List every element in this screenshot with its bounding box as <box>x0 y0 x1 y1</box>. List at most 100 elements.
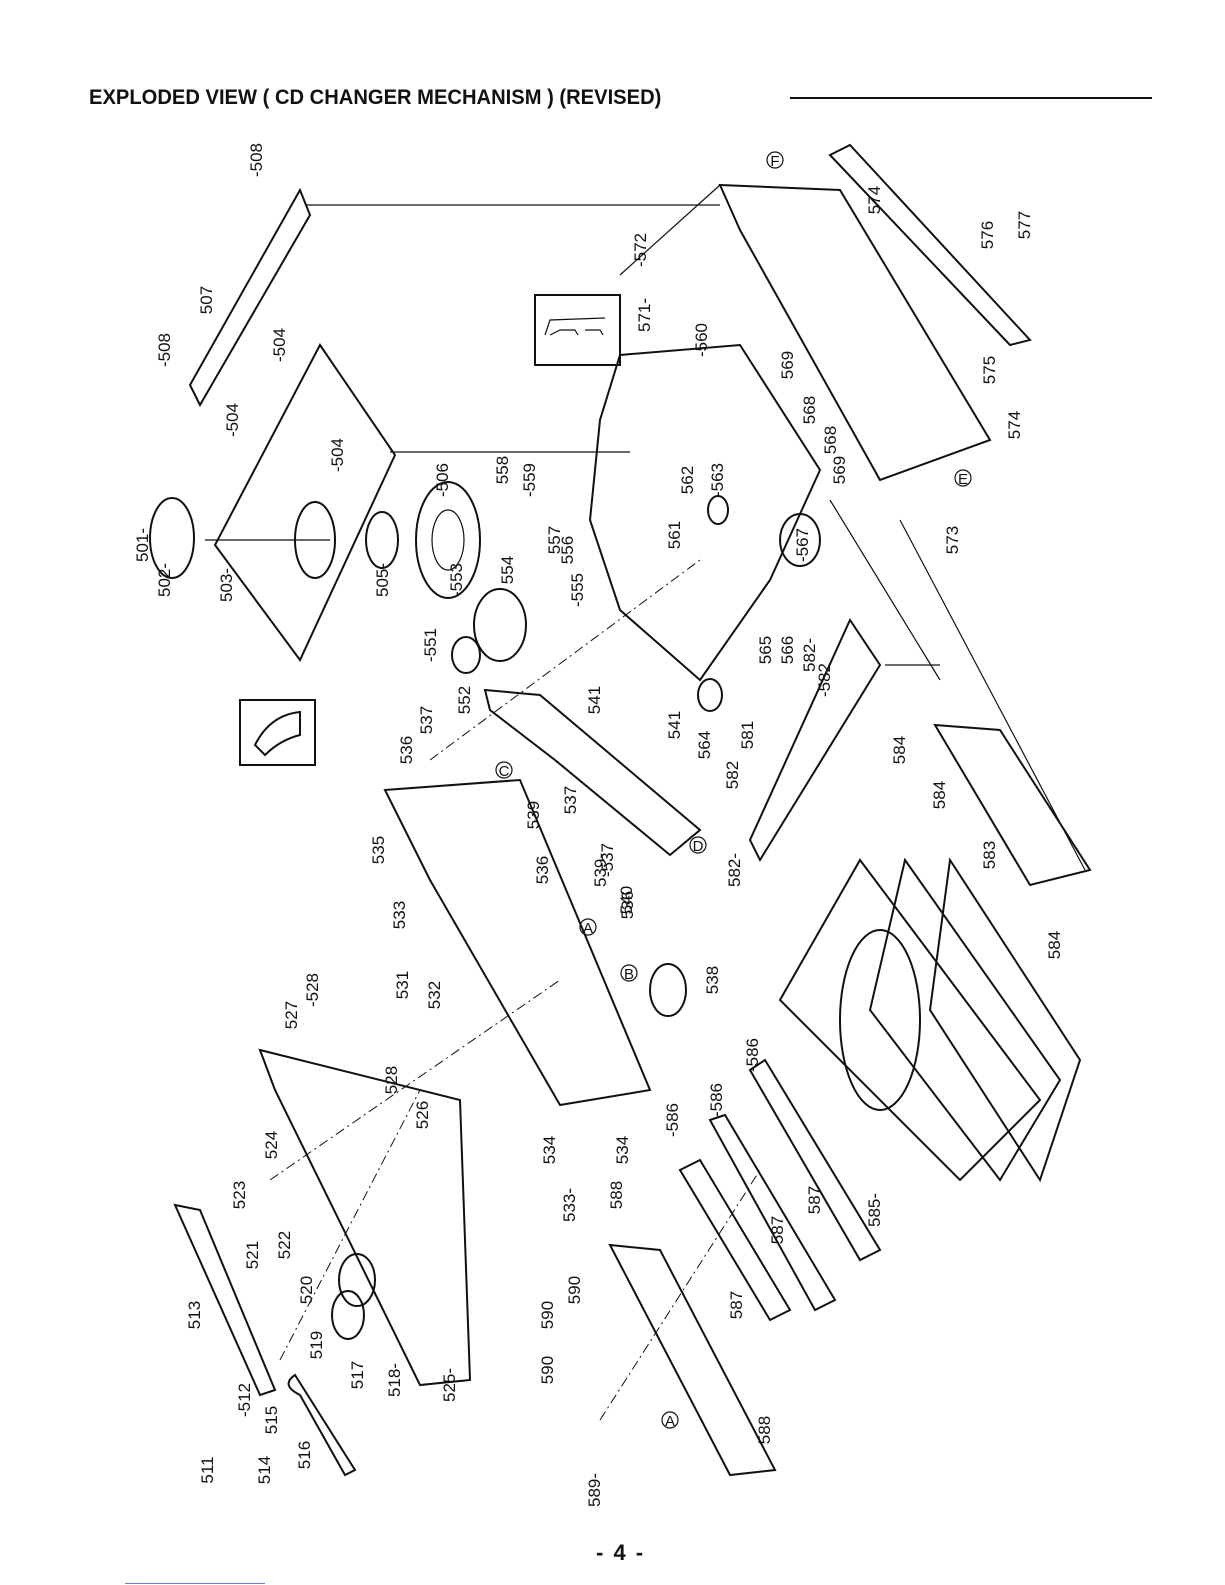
callout-588: 588 <box>755 1416 774 1444</box>
detail-inset-spring <box>544 317 606 336</box>
marker-B: B <box>620 964 638 983</box>
callout-523: 523 <box>230 1181 249 1209</box>
part-583-holder <box>933 723 1092 887</box>
leader-line <box>269 979 561 1181</box>
part-567-motor <box>779 513 821 567</box>
part-516-belt <box>287 1373 357 1477</box>
callout-517: 517 <box>348 1361 367 1389</box>
leader-line <box>829 499 941 681</box>
callout-537: -537 <box>598 843 617 877</box>
leader-line <box>899 519 1086 871</box>
callout-538: 538 <box>703 966 722 994</box>
callout-574: 574 <box>1005 411 1024 439</box>
svg-text:B: B <box>624 966 634 983</box>
callout-539: 539- <box>591 853 610 887</box>
callout-labels: 501-502-503--504-504-504505--506507-508-… <box>133 143 1064 1507</box>
callout-508: -508 <box>247 143 266 177</box>
callout-586: -586 <box>663 1103 682 1137</box>
title-rule <box>790 97 1152 99</box>
part-519-pulley <box>331 1290 365 1340</box>
callout-561: 561 <box>665 521 684 549</box>
callout-571: 571- <box>635 298 654 332</box>
callout-559: -559 <box>520 463 539 497</box>
callout-582: 582- <box>800 638 819 672</box>
callout-552: 552 <box>455 686 474 714</box>
callout-522: 522 <box>275 1231 294 1259</box>
callout-524: 524 <box>262 1131 281 1159</box>
callout-537: 537 <box>417 706 436 734</box>
callout-590: 590 <box>538 1301 557 1329</box>
callout-536: 536 <box>397 736 416 764</box>
callout-539: 539 <box>524 801 543 829</box>
part-502-disc <box>149 497 195 579</box>
callout-590: 590 <box>565 1276 584 1304</box>
callout-540: 540 <box>617 886 636 914</box>
callout-587: 587 <box>768 1216 787 1244</box>
callout-541: 541 <box>585 686 604 714</box>
callout-518: 518- <box>385 1363 404 1397</box>
callout-565: 565 <box>756 636 775 664</box>
callout-585: 585- <box>865 1193 884 1227</box>
part-506-hub <box>431 509 465 571</box>
callout-555: -555 <box>568 573 587 607</box>
callout-582: 582 <box>723 761 742 789</box>
callout-534: 534 <box>540 1136 559 1164</box>
callout-587: 587 <box>727 1291 746 1319</box>
callout-557: 557 <box>545 526 564 554</box>
detail-inset-part <box>253 710 301 757</box>
callout-576: 576 <box>978 221 997 249</box>
part-554-gear <box>473 588 527 662</box>
callout-535: 535 <box>369 836 388 864</box>
callout-533: 533- <box>560 1188 579 1222</box>
callout-569: 569 <box>778 351 797 379</box>
callout-507: 507 <box>197 286 216 314</box>
callout-506: -506 <box>433 463 452 497</box>
marker-D: D <box>689 836 707 855</box>
marker-A: A <box>661 1411 679 1430</box>
part-581-rail <box>748 617 882 863</box>
marker-C: C <box>495 761 513 780</box>
callout-562: 562 <box>678 466 697 494</box>
part-586-rail <box>678 1158 792 1322</box>
callout-520: 520 <box>297 1276 316 1304</box>
svg-text:D: D <box>693 838 704 855</box>
callout-573: 573 <box>943 526 962 554</box>
leader-line <box>599 1169 761 1421</box>
part-585-disc-recess <box>839 929 921 1111</box>
callout-504: -504 <box>328 438 347 472</box>
callout-526: 526 <box>413 1101 432 1129</box>
callout-590: 590 <box>538 1356 557 1384</box>
marker-F: F <box>766 151 784 170</box>
callout-504: -504 <box>223 403 242 437</box>
callout-532: 532 <box>425 981 444 1009</box>
svg-text:A: A <box>583 920 593 937</box>
callout-512: -512 <box>235 1383 254 1417</box>
callout-568: 568 <box>800 396 819 424</box>
callout-525: 525- <box>440 1368 459 1402</box>
part-503-top-plate <box>213 343 397 662</box>
callout-589: 589- <box>585 1473 604 1507</box>
part-513-arm <box>173 1203 277 1397</box>
callout-572: -572 <box>631 233 650 267</box>
callout-519: 519 <box>307 1331 326 1359</box>
callout-574: 574 <box>865 186 884 214</box>
callout-551: -551 <box>421 628 440 662</box>
part-503-ring <box>294 501 336 579</box>
leader-line <box>429 559 701 761</box>
callout-503: 503- <box>217 568 236 602</box>
callout-584: 584 <box>930 781 949 809</box>
callout-587: 587 <box>805 1186 824 1214</box>
callout-527: 527 <box>282 1001 301 1029</box>
callout-554: 554 <box>498 556 517 584</box>
callout-501: 501- <box>133 528 152 562</box>
marker-E: E <box>954 469 972 488</box>
callout-583: 583 <box>980 841 999 869</box>
callout-534: 534 <box>613 1136 632 1164</box>
part-side-plate <box>718 183 992 482</box>
callout-582: -582 <box>815 663 834 697</box>
callout-528: -528 <box>303 973 322 1007</box>
callout-563: -563 <box>708 463 727 497</box>
part-507-bracket <box>188 187 312 408</box>
part-563-gear <box>707 495 729 525</box>
callout-536: 536 <box>618 891 637 919</box>
